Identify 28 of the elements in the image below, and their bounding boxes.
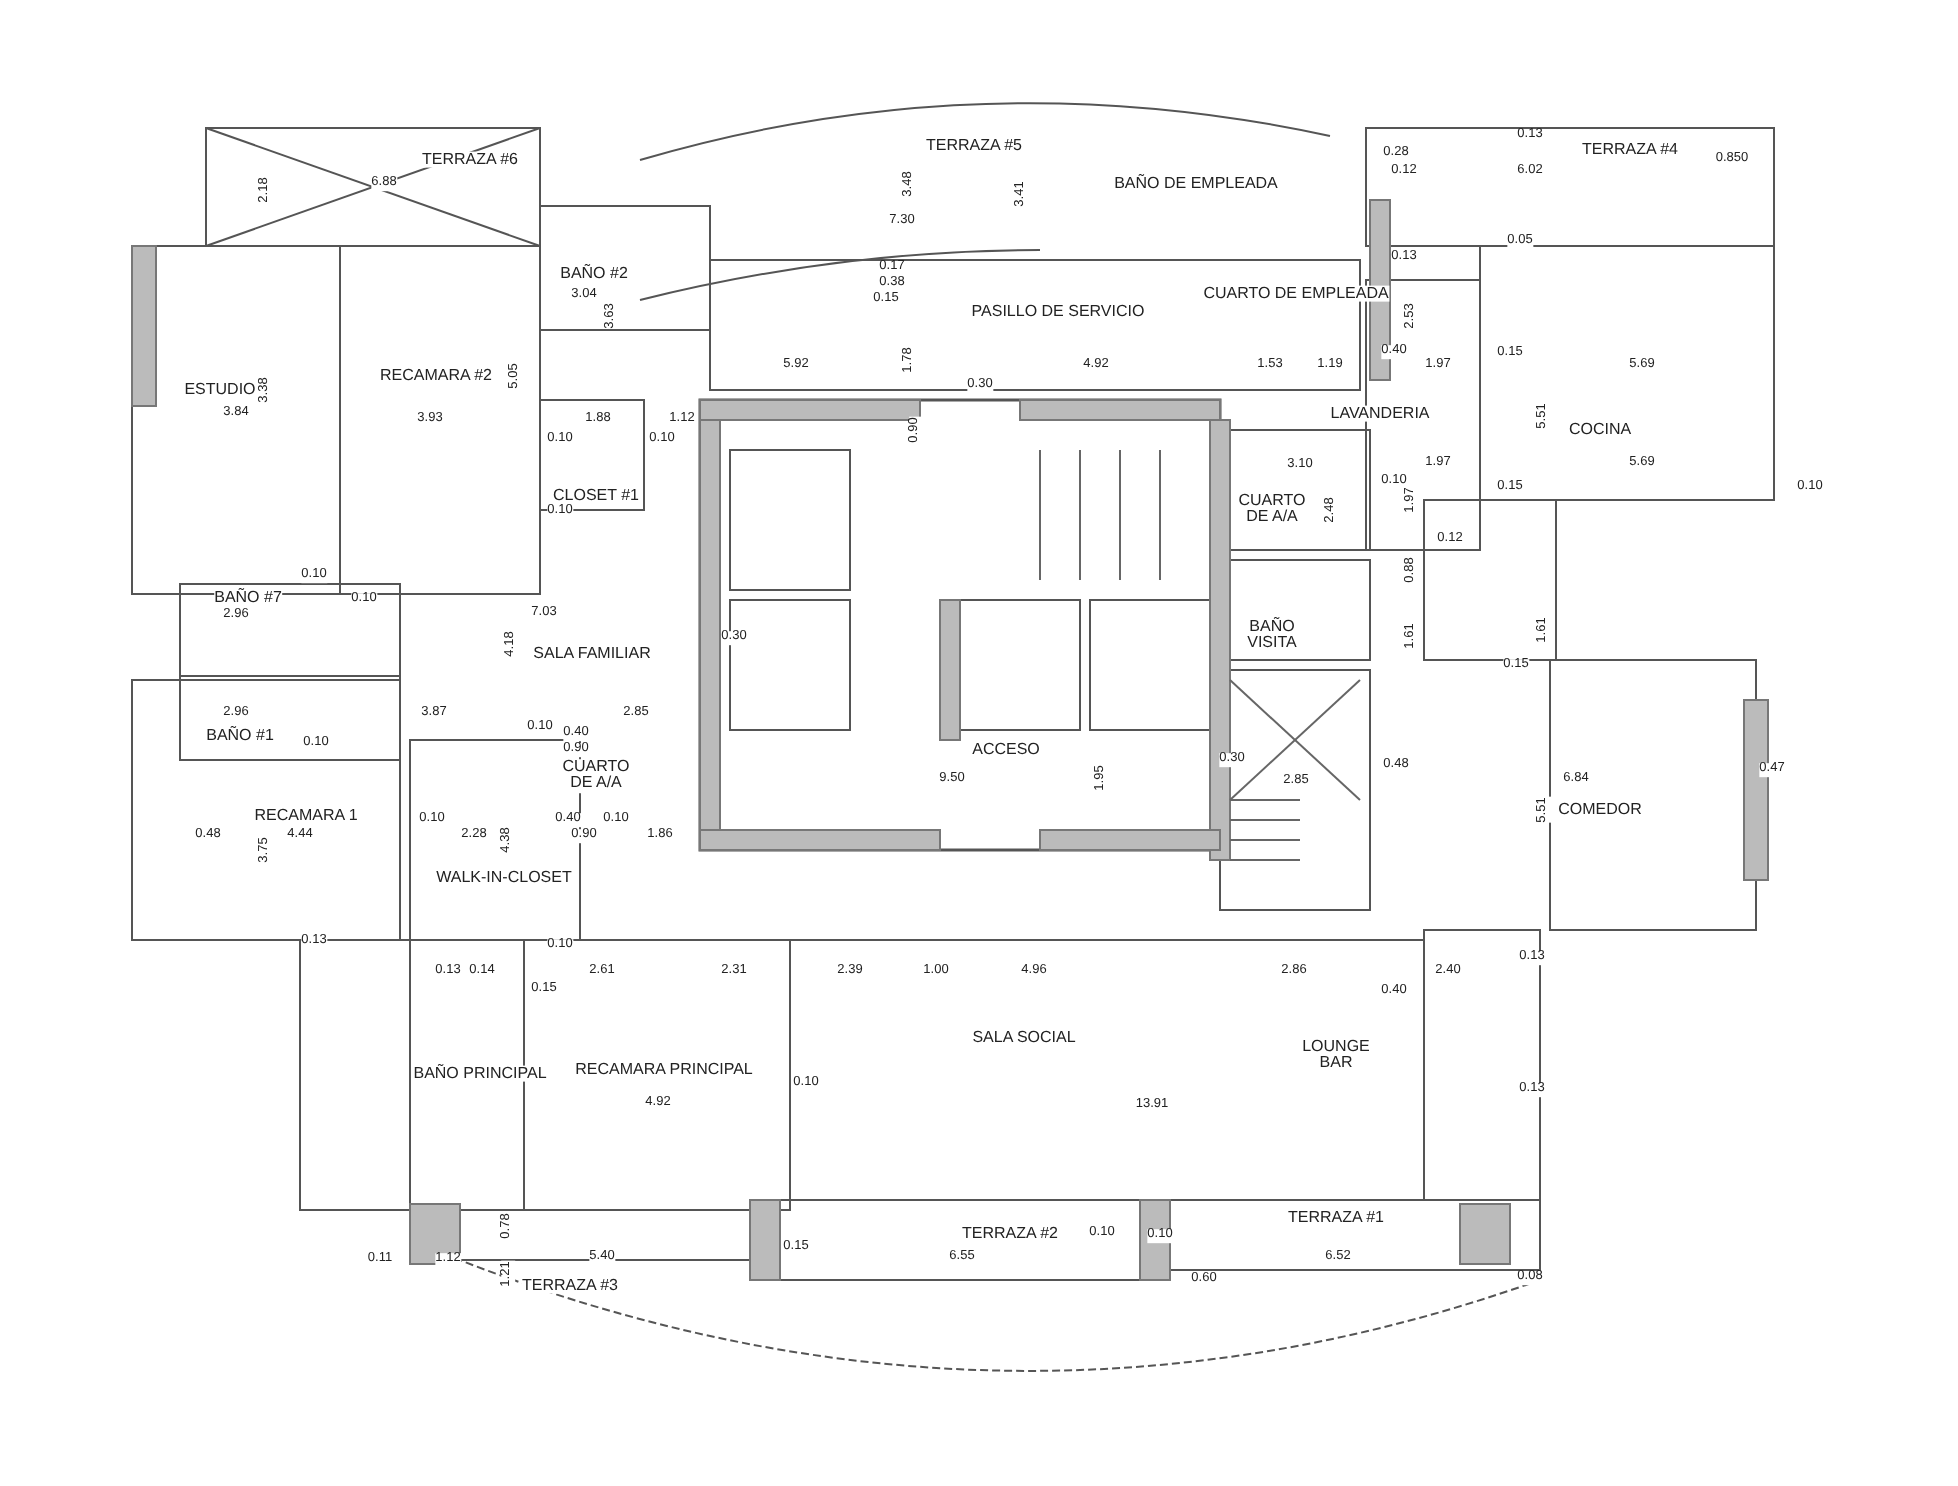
room-label: TERRAZA #6 [422,151,518,169]
room-label: SALA FAMILIAR [533,645,651,663]
room-label: LAVANDERIA [1330,405,1430,423]
room-label: RECAMARA 1 [254,807,358,825]
room-label: TERRAZA #2 [962,1225,1058,1243]
room-label: ACCESO [972,741,1040,759]
room-label: TERRAZA #1 [1288,1209,1384,1227]
room-label: CUARTO DE A/A [1238,493,1306,527]
room-label: BAÑO #1 [206,727,274,745]
room-label: PASILLO DE SERVICIO [971,303,1145,321]
room-label: TERRAZA #4 [1582,141,1678,159]
room-label: CLOSET #1 [553,487,639,505]
room-label: RECAMARA #2 [379,367,493,385]
room-label: CUARTO DE EMPLEADA [1203,285,1389,303]
room-label: COMEDOR [1558,801,1642,819]
room-label: BAÑO #2 [560,265,628,283]
room-label: BAÑO PRINCIPAL [413,1065,547,1083]
room-label: TERRAZA #3 [522,1277,618,1295]
room-label: LOUNGE BAR [1302,1039,1370,1073]
room-label: COCINA [1568,421,1632,439]
room-label: TERRAZA #5 [926,137,1022,155]
room-label: CUARTO DE A/A [562,759,630,793]
room-label: BAÑO DE EMPLEADA [1114,175,1278,193]
room-label: ESTUDIO [184,381,256,399]
room-label: SALA SOCIAL [972,1029,1076,1047]
room-label: WALK-IN-CLOSET [436,869,572,887]
room-label: BAÑO #7 [214,589,282,607]
room-label: RECAMARA PRINCIPAL [575,1061,753,1079]
